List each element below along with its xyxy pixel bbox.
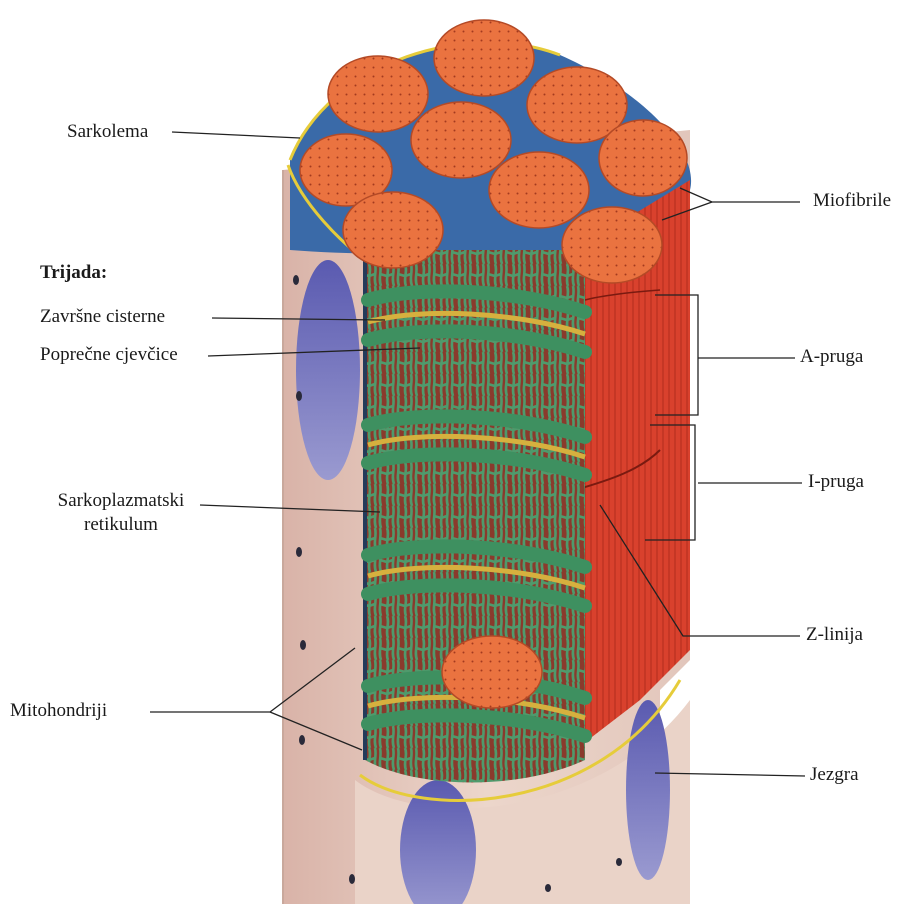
label-z-linija: Z-linija [806, 624, 863, 646]
label-poprecne-cjevcice: Poprečne cjevčice [40, 344, 178, 366]
label-i-pruga: I-pruga [808, 471, 864, 493]
leader-miofibrile [680, 188, 800, 202]
label-mitohondriji: Mitohondriji [10, 700, 107, 722]
label-sarkolema: Sarkolema [67, 121, 148, 143]
label-a-pruga: A-pruga [800, 346, 863, 368]
label-sarkoplazmatski: Sarkoplazmatski [46, 490, 196, 512]
label-trijada: Trijada: [40, 262, 107, 284]
nucleus [296, 260, 360, 480]
nucleus [626, 700, 670, 880]
label-jezgra: Jezgra [810, 764, 859, 786]
label-zavrsne-cisterne: Završne cisterne [40, 306, 165, 328]
label-miofibrile: Miofibrile [813, 190, 891, 212]
label-retikulum: retikulum [46, 514, 196, 536]
leader-sarkolema [172, 132, 300, 138]
